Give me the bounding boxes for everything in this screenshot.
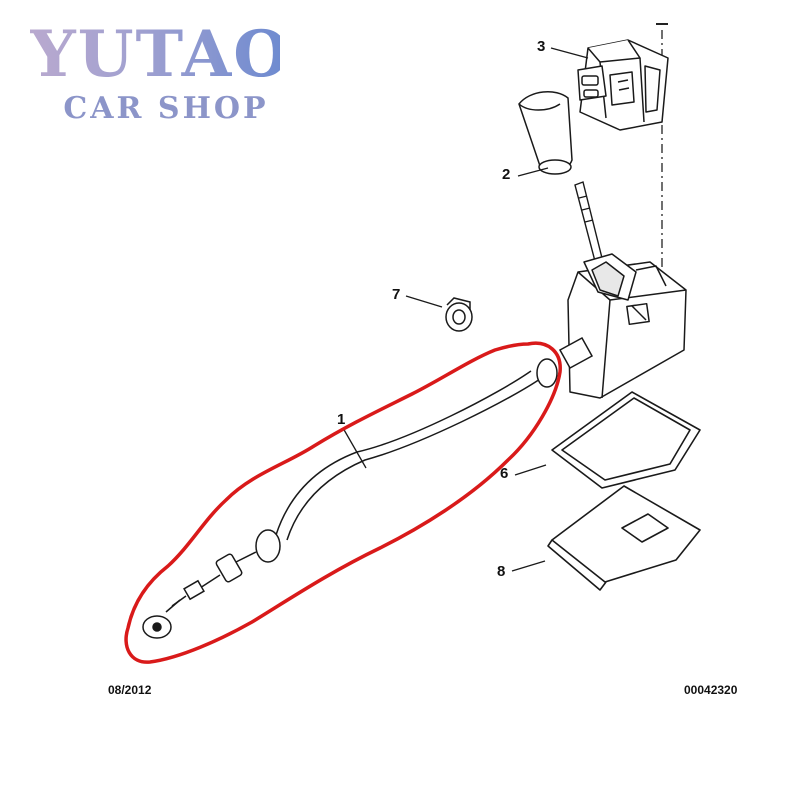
gear-lever	[574, 181, 604, 266]
watermark-logo: YUTAO CAR SHOP	[30, 17, 292, 126]
leader-3	[550, 47, 589, 59]
part-7-grommet	[445, 297, 473, 332]
part-2-gear-knob	[518, 91, 573, 175]
callout-7: 7	[392, 286, 401, 303]
leader-2	[517, 167, 549, 177]
watermark-subtitle: CAR SHOP	[63, 91, 269, 126]
leader-8	[511, 560, 546, 572]
footer-date: 08/2012	[108, 683, 152, 697]
shifter-base-housing	[567, 253, 687, 399]
leader-1	[342, 427, 367, 469]
leader-7	[405, 295, 443, 308]
footer-reference: 00042320	[684, 683, 738, 697]
callout-3: 3	[537, 38, 546, 55]
red-highlight-outline	[124, 341, 562, 664]
part-1-gear-cable	[142, 336, 594, 639]
callout-8: 8	[497, 563, 506, 580]
leader-6	[514, 464, 547, 476]
callout-1: 1	[337, 411, 346, 428]
part-8-trim-plate	[547, 485, 701, 591]
callout-leaders	[342, 47, 589, 572]
watermark-title: YUTAO	[30, 17, 292, 92]
part-3-selector-housing	[577, 39, 669, 131]
callout-6: 6	[500, 465, 509, 482]
part-6-seal-frame	[551, 391, 701, 489]
callout-2: 2	[502, 166, 511, 183]
